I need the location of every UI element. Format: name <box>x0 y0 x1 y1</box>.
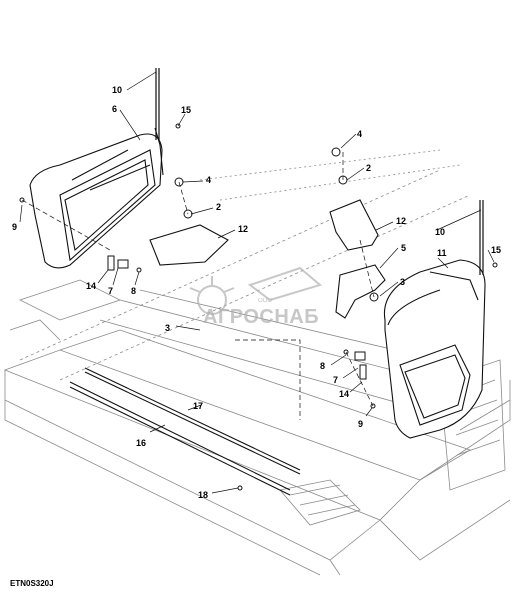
callout-9-left: 9 <box>12 222 17 232</box>
watermark-emblem <box>189 266 323 315</box>
watermark-company-name: АГРОСНАБ <box>203 306 320 328</box>
callout-8-right: 8 <box>320 361 325 371</box>
fasteners <box>19 123 498 491</box>
callout-labels: 10 6 15 4 2 12 9 14 7 8 3 4 2 12 10 5 11… <box>12 85 501 500</box>
callout-3-right: 3 <box>400 277 405 287</box>
callout-17: 17 <box>193 401 203 411</box>
callout-18: 18 <box>198 490 208 500</box>
mount-bracket <box>335 264 386 319</box>
callout-5: 5 <box>401 243 406 253</box>
callout-3-left: 3 <box>165 323 170 333</box>
callout-7-left: 7 <box>108 286 113 296</box>
callout-2-right: 2 <box>366 163 371 173</box>
callout-11: 11 <box>437 248 447 258</box>
callout-15-right: 15 <box>491 245 501 255</box>
callout-10-left: 10 <box>112 85 122 95</box>
callout-9-right: 9 <box>358 419 363 429</box>
deflector-plates <box>149 199 379 266</box>
watermark-company-prefix: ООО <box>258 298 273 304</box>
callout-6: 6 <box>112 104 117 114</box>
left-chute-housing <box>29 127 164 269</box>
callout-7-right: 7 <box>333 375 338 385</box>
callout-4-left: 4 <box>206 175 211 185</box>
callout-2-left: 2 <box>216 202 221 212</box>
callout-8-left: 8 <box>131 286 136 296</box>
callout-14-right: 14 <box>339 389 349 399</box>
figure-reference-code: ETN0S320J <box>10 579 54 588</box>
callout-10-right: 10 <box>435 227 445 237</box>
assembly-lines <box>21 152 375 420</box>
callout-leaders <box>19 71 495 494</box>
callout-12-left: 12 <box>238 224 248 234</box>
callout-14-left: 14 <box>86 281 96 291</box>
rods <box>155 68 484 275</box>
callout-12-right: 12 <box>396 216 406 226</box>
right-chute-housing <box>383 259 486 439</box>
seal-strips <box>69 367 301 496</box>
callout-16: 16 <box>136 438 146 448</box>
callout-15-left: 15 <box>181 105 191 115</box>
callout-4-right: 4 <box>357 129 362 139</box>
